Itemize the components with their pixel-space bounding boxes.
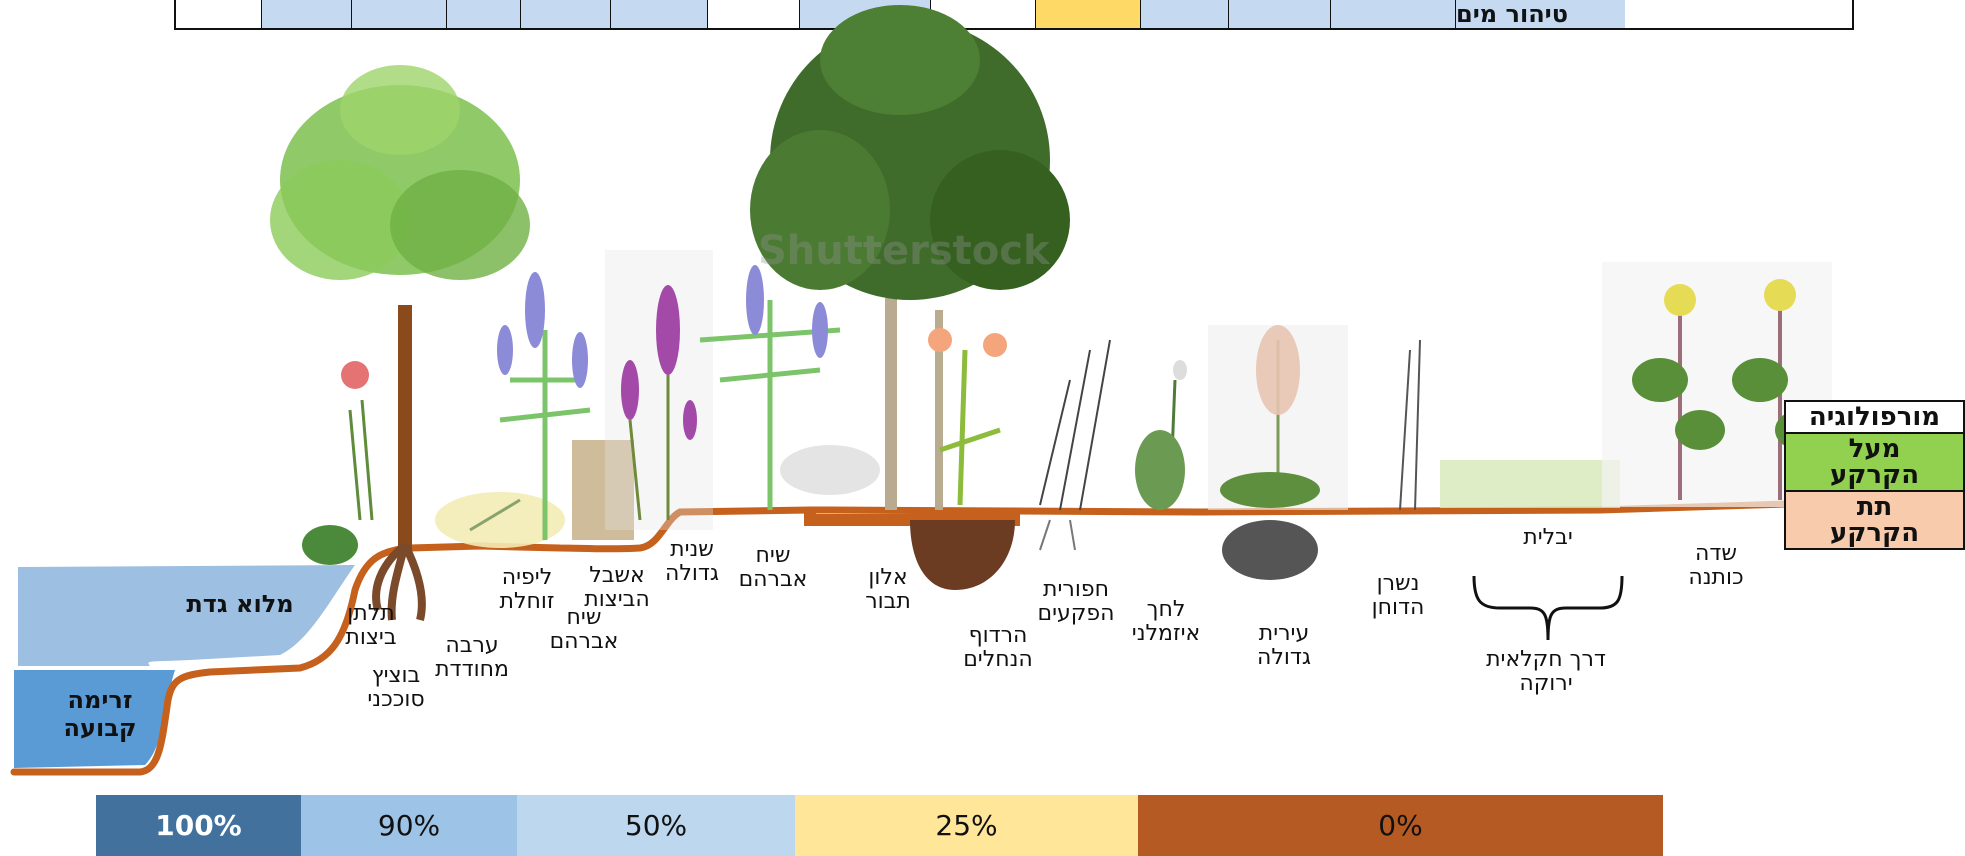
cyperus-illustration — [1040, 340, 1110, 550]
percentage-segment: 100% — [96, 795, 301, 856]
permanent-flow-label: זרימה קבועה — [40, 686, 160, 742]
percentage-segment: 0% — [1138, 795, 1663, 856]
plant-label-vitex-1: שיח אברהם — [544, 606, 624, 654]
legend-above-ground: מעל הקרקע — [1786, 432, 1963, 490]
plant-label-bermuda-grass: יבלית — [1512, 526, 1584, 550]
percentage-segment: 50% — [517, 795, 795, 856]
millet-grass-illustration — [1400, 340, 1420, 510]
percentage-segment: 25% — [795, 795, 1138, 856]
plant-label-marsh-clover: תלתן ביצות — [332, 602, 410, 650]
lupine-illustration-2 — [700, 265, 880, 510]
plant-label-lythrum: שנית גדולה — [660, 538, 724, 586]
percentage-scale-bar: 100%90%50%25%0% — [96, 795, 1663, 856]
plant-label-vitex-2: שיח אברהם — [736, 544, 810, 592]
legend-morphology: מורפולוגיה — [1786, 402, 1963, 432]
agricultural-road-brace — [1474, 576, 1622, 640]
oleander-illustration — [910, 328, 1015, 590]
lythrum-illustration — [605, 250, 713, 530]
asphodel-illustration — [1208, 325, 1348, 580]
plant-label-cotton-field: שדה כותנה — [1684, 542, 1748, 590]
plant-label-willow: ערבה מחודדת — [430, 634, 514, 682]
plantain-illustration — [1135, 360, 1187, 510]
plant-label-agricultural-road: דרך חקלאית ירוקה — [1476, 648, 1616, 696]
plant-label-cyperus: חפורית הפקעים — [1036, 578, 1116, 626]
plant-label-oleander: הרדוף הנחלים — [958, 624, 1038, 672]
plant-label-buttercup: בוציץ סוככני — [356, 664, 436, 712]
plant-label-millet-grass: נשרן הדוחן — [1366, 572, 1430, 620]
marsh-clover-illustration — [302, 361, 372, 565]
watermark-text: Shutterstock — [758, 228, 1050, 274]
plant-label-asphodel: עירית גדולה — [1248, 622, 1320, 670]
legend-below-ground: תת הקרקע — [1786, 490, 1963, 548]
percentage-segment: 90% — [301, 795, 517, 856]
bank-full-label: מלוא גדת — [150, 590, 330, 618]
plant-label-sparganium: אשבל הביצות — [580, 564, 654, 612]
plant-label-oak: אלון תבור — [860, 566, 916, 614]
bermuda-grass-illustration — [1440, 460, 1620, 508]
plant-label-plantain: לחך איזמלני — [1126, 598, 1206, 646]
morphology-legend: מורפולוגיה מעל הקרקע תת הקרקע — [1784, 400, 1965, 550]
